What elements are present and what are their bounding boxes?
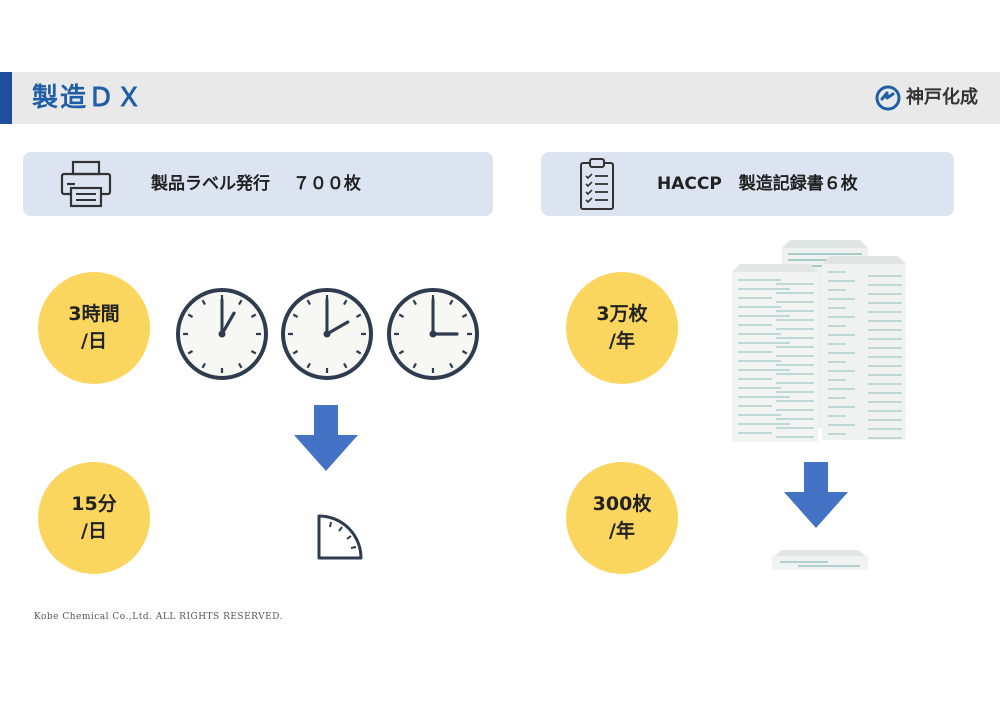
copyright-footer: Kobe Chemical Co.,Ltd. ALL RIGHTS RESERV… (34, 612, 283, 622)
clock-icon (281, 288, 373, 380)
time-before-unit: /日 (81, 330, 107, 352)
arrow-down-icon (784, 462, 848, 528)
quarter-clock-icon (317, 514, 363, 560)
sheets-before-value: 3万枚 (596, 303, 648, 325)
label-issue-text: 製品ラベル発行 ７００枚 (151, 174, 361, 194)
sheets-before-unit: /年 (609, 330, 635, 352)
time-before-badge: 3時間 /日 (38, 272, 150, 384)
label-issue-panel: 製品ラベル発行 ７００枚 (23, 152, 493, 216)
sheets-after-unit: /年 (609, 520, 635, 542)
logo-mark-icon (875, 85, 901, 111)
paper-stacks-icon (732, 240, 906, 442)
company-logo: 神戸化成 (875, 84, 978, 112)
page-title: 製造ＤＸ (32, 83, 145, 113)
sheets-after-value: 300枚 (592, 493, 652, 515)
sheets-before-badge: 3万枚 /年 (566, 272, 678, 384)
time-after-value: 15分 (71, 493, 117, 515)
clock-icon (387, 288, 479, 380)
printer-icon (60, 160, 112, 208)
clock-icon (176, 288, 268, 380)
arrow-down-icon (294, 405, 358, 471)
header-bar: 製造ＤＸ 神戸化成 (0, 72, 1000, 124)
time-after-badge: 15分 /日 (38, 462, 150, 574)
sheets-after-badge: 300枚 /年 (566, 462, 678, 574)
header-accent (0, 72, 12, 124)
clipboard-checklist-icon (580, 158, 614, 210)
haccp-record-text: HACCP 製造記録書６枚 (657, 174, 858, 194)
time-before-value: 3時間 (68, 303, 120, 325)
haccp-record-panel: HACCP 製造記録書６枚 (541, 152, 954, 216)
paper-sheet-icon (772, 550, 868, 570)
logo-text: 神戸化成 (906, 87, 978, 108)
time-after-unit: /日 (81, 520, 107, 542)
